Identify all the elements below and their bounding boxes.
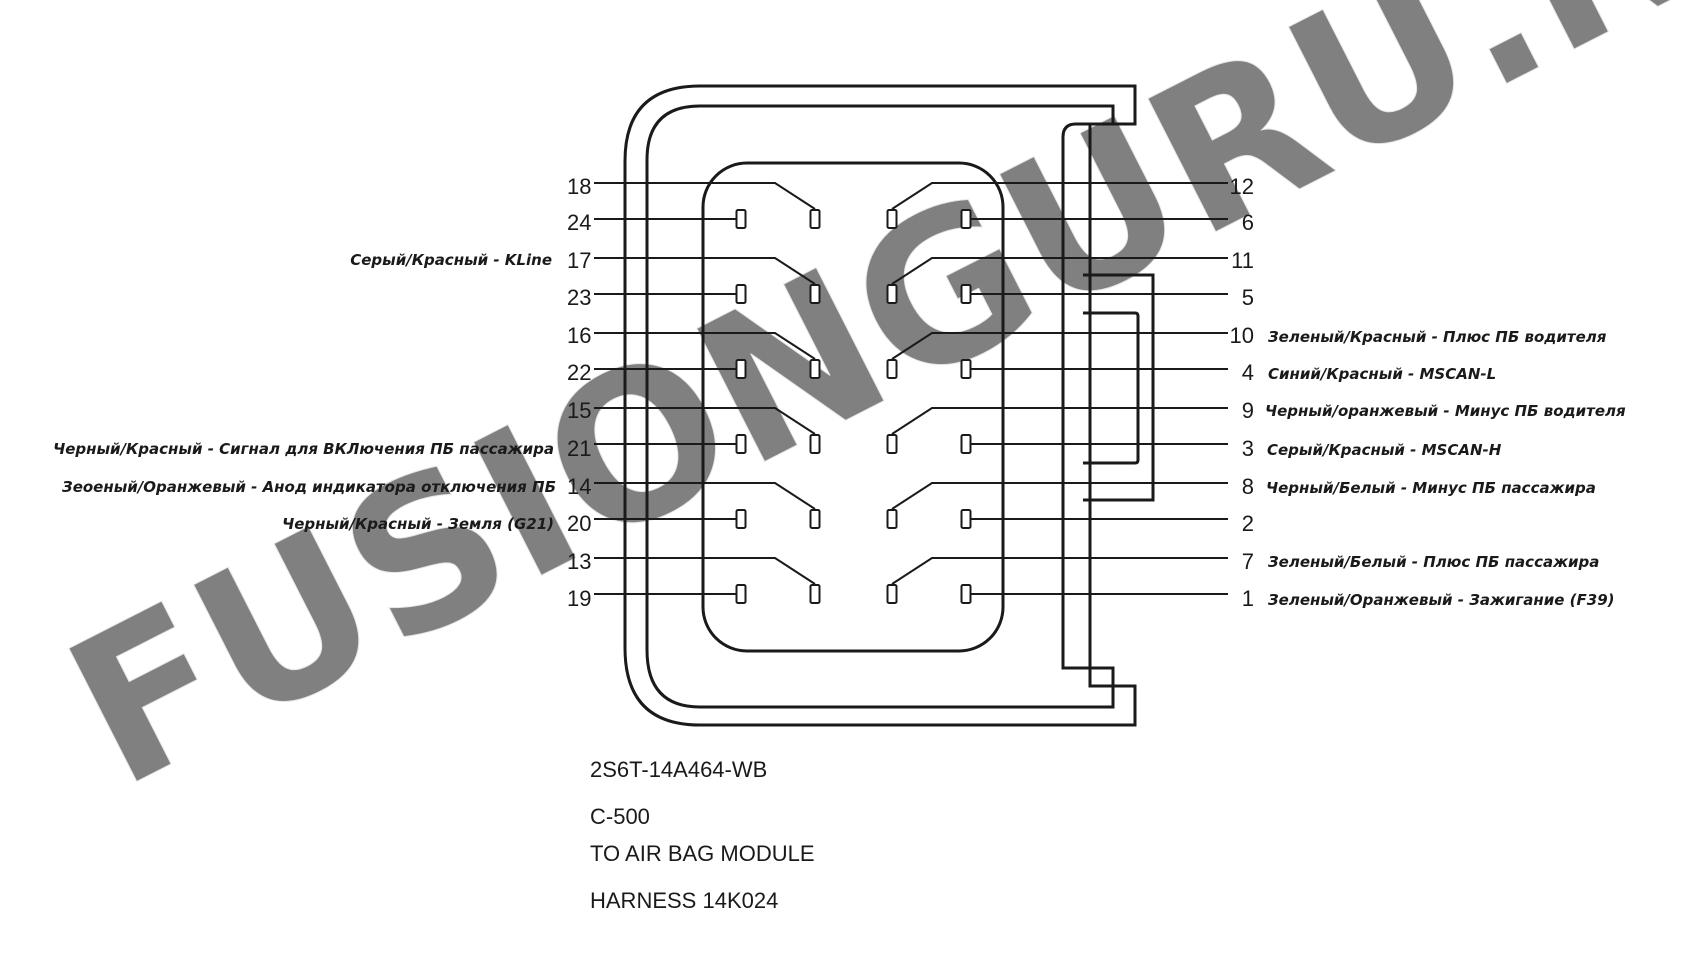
- wire-leader: [891, 557, 1228, 585]
- connector-id: C-500: [590, 804, 650, 829]
- pin-terminal: [809, 509, 821, 529]
- pin-terminal: [809, 209, 821, 229]
- pin-wires: [594, 182, 1228, 595]
- pin-terminal: [809, 434, 821, 454]
- pin-terminal: [735, 434, 747, 454]
- connector-destination: TO AIR BAG MODULE: [590, 841, 815, 866]
- shorting-bar-outer: [1083, 273, 1155, 502]
- pin-terminal: [960, 434, 972, 454]
- pin-terminal: [886, 209, 898, 229]
- pin-number: 5: [1242, 285, 1254, 310]
- wire-label: Зеоеный/Оранжевый - Анод индикатора откл…: [62, 478, 556, 496]
- pin-number: 23: [567, 285, 591, 310]
- pin-terminal: [886, 509, 898, 529]
- pin-number: 16: [567, 323, 591, 348]
- pin-terminal: [960, 359, 972, 379]
- wire-leader: [594, 332, 816, 360]
- pin-number: 7: [1242, 549, 1254, 574]
- part-number: 2S6T-14A464-WB: [590, 757, 767, 782]
- pin-terminal: [960, 584, 972, 604]
- wire-leader: [594, 482, 816, 510]
- shorting-bar-inner: [1083, 311, 1140, 465]
- wire-leader: [594, 407, 816, 435]
- pin-number: 12: [1230, 174, 1254, 199]
- wire-leader: [891, 257, 1228, 285]
- housing-outer: [623, 84, 1137, 727]
- wire-leader: [891, 482, 1228, 510]
- right-pin-numbers: 12 6 11 5 10 4 9 3 8 2 7 1: [1230, 174, 1254, 611]
- pin-terminal: [886, 434, 898, 454]
- wire-label: Черный/Красный - Сигнал для ВКЛючения ПБ…: [53, 440, 554, 458]
- pin-number: 2: [1242, 511, 1254, 536]
- pin-number: 4: [1242, 360, 1254, 385]
- pin-terminal: [960, 209, 972, 229]
- wire-leader: [891, 407, 1228, 435]
- wire-label: Черный/оранжевый - Минус ПБ водителя: [1265, 402, 1626, 420]
- housing-inner: [645, 104, 1115, 709]
- pin-number: 13: [567, 549, 591, 574]
- wire-leader: [891, 182, 1228, 210]
- right-wire-labels: Зеленый/Красный - Плюс ПБ водителя Синий…: [1265, 328, 1626, 609]
- pin-terminal: [809, 359, 821, 379]
- wire-label: Синий/Красный - MSCAN-L: [1268, 365, 1496, 383]
- pin-terminal: [886, 284, 898, 304]
- pin-number: 1: [1242, 586, 1254, 611]
- wire-label: Черный/Красный - Земля (G21): [282, 515, 554, 533]
- wire-label: Серый/Красный - MSCAN-H: [1267, 441, 1502, 459]
- pin-terminals: [735, 209, 972, 604]
- wire-label: Черный/Белый - Минус ПБ пассажира: [1266, 479, 1596, 497]
- pin-number: 15: [567, 398, 591, 423]
- pin-terminal: [960, 509, 972, 529]
- left-pin-numbers: 18 24 17 23 16 22 15 21 14 20 13 19: [567, 174, 591, 611]
- wire-leader: [594, 557, 816, 585]
- wire-label: Серый/Красный - KLine: [350, 251, 552, 269]
- pin-number: 24: [567, 210, 591, 235]
- wire-leader: [891, 332, 1228, 360]
- connector-caption: 2S6T-14A464-WB C-500 TO AIR BAG MODULE H…: [590, 757, 815, 913]
- pin-terminal: [886, 359, 898, 379]
- harness-number: HARNESS 14K024: [590, 888, 778, 913]
- pin-number: 17: [567, 248, 591, 273]
- pin-number: 21: [567, 436, 591, 461]
- pin-number: 19: [567, 586, 591, 611]
- pin-number: 8: [1242, 474, 1254, 499]
- pin-terminal: [809, 284, 821, 304]
- pin-terminal: [809, 584, 821, 604]
- left-wire-labels: Серый/Красный - KLine Черный/Красный - С…: [53, 251, 556, 533]
- pin-terminal: [960, 284, 972, 304]
- pin-number: 14: [567, 474, 591, 499]
- pin-terminal: [735, 359, 747, 379]
- wire-label: Зеленый/Оранжевый - Зажигание (F39): [1268, 591, 1615, 609]
- wire-label: Зеленый/Красный - Плюс ПБ водителя: [1268, 328, 1607, 346]
- pin-terminal: [886, 584, 898, 604]
- pin-number: 10: [1230, 323, 1254, 348]
- wire-leader: [594, 257, 816, 285]
- wire-label: Зеленый/Белый - Плюс ПБ пассажира: [1268, 553, 1599, 571]
- pin-number: 6: [1242, 210, 1254, 235]
- pin-number: 18: [567, 174, 591, 199]
- pin-number: 22: [567, 360, 591, 385]
- pin-terminal: [735, 584, 747, 604]
- pin-number: 9: [1242, 398, 1254, 423]
- pin-terminal: [735, 509, 747, 529]
- pin-number: 11: [1231, 248, 1254, 273]
- pin-terminal: [735, 209, 747, 229]
- wire-leader: [594, 182, 816, 210]
- pin-terminal: [735, 284, 747, 304]
- pin-number: 3: [1242, 436, 1254, 461]
- pin-number: 20: [567, 511, 591, 536]
